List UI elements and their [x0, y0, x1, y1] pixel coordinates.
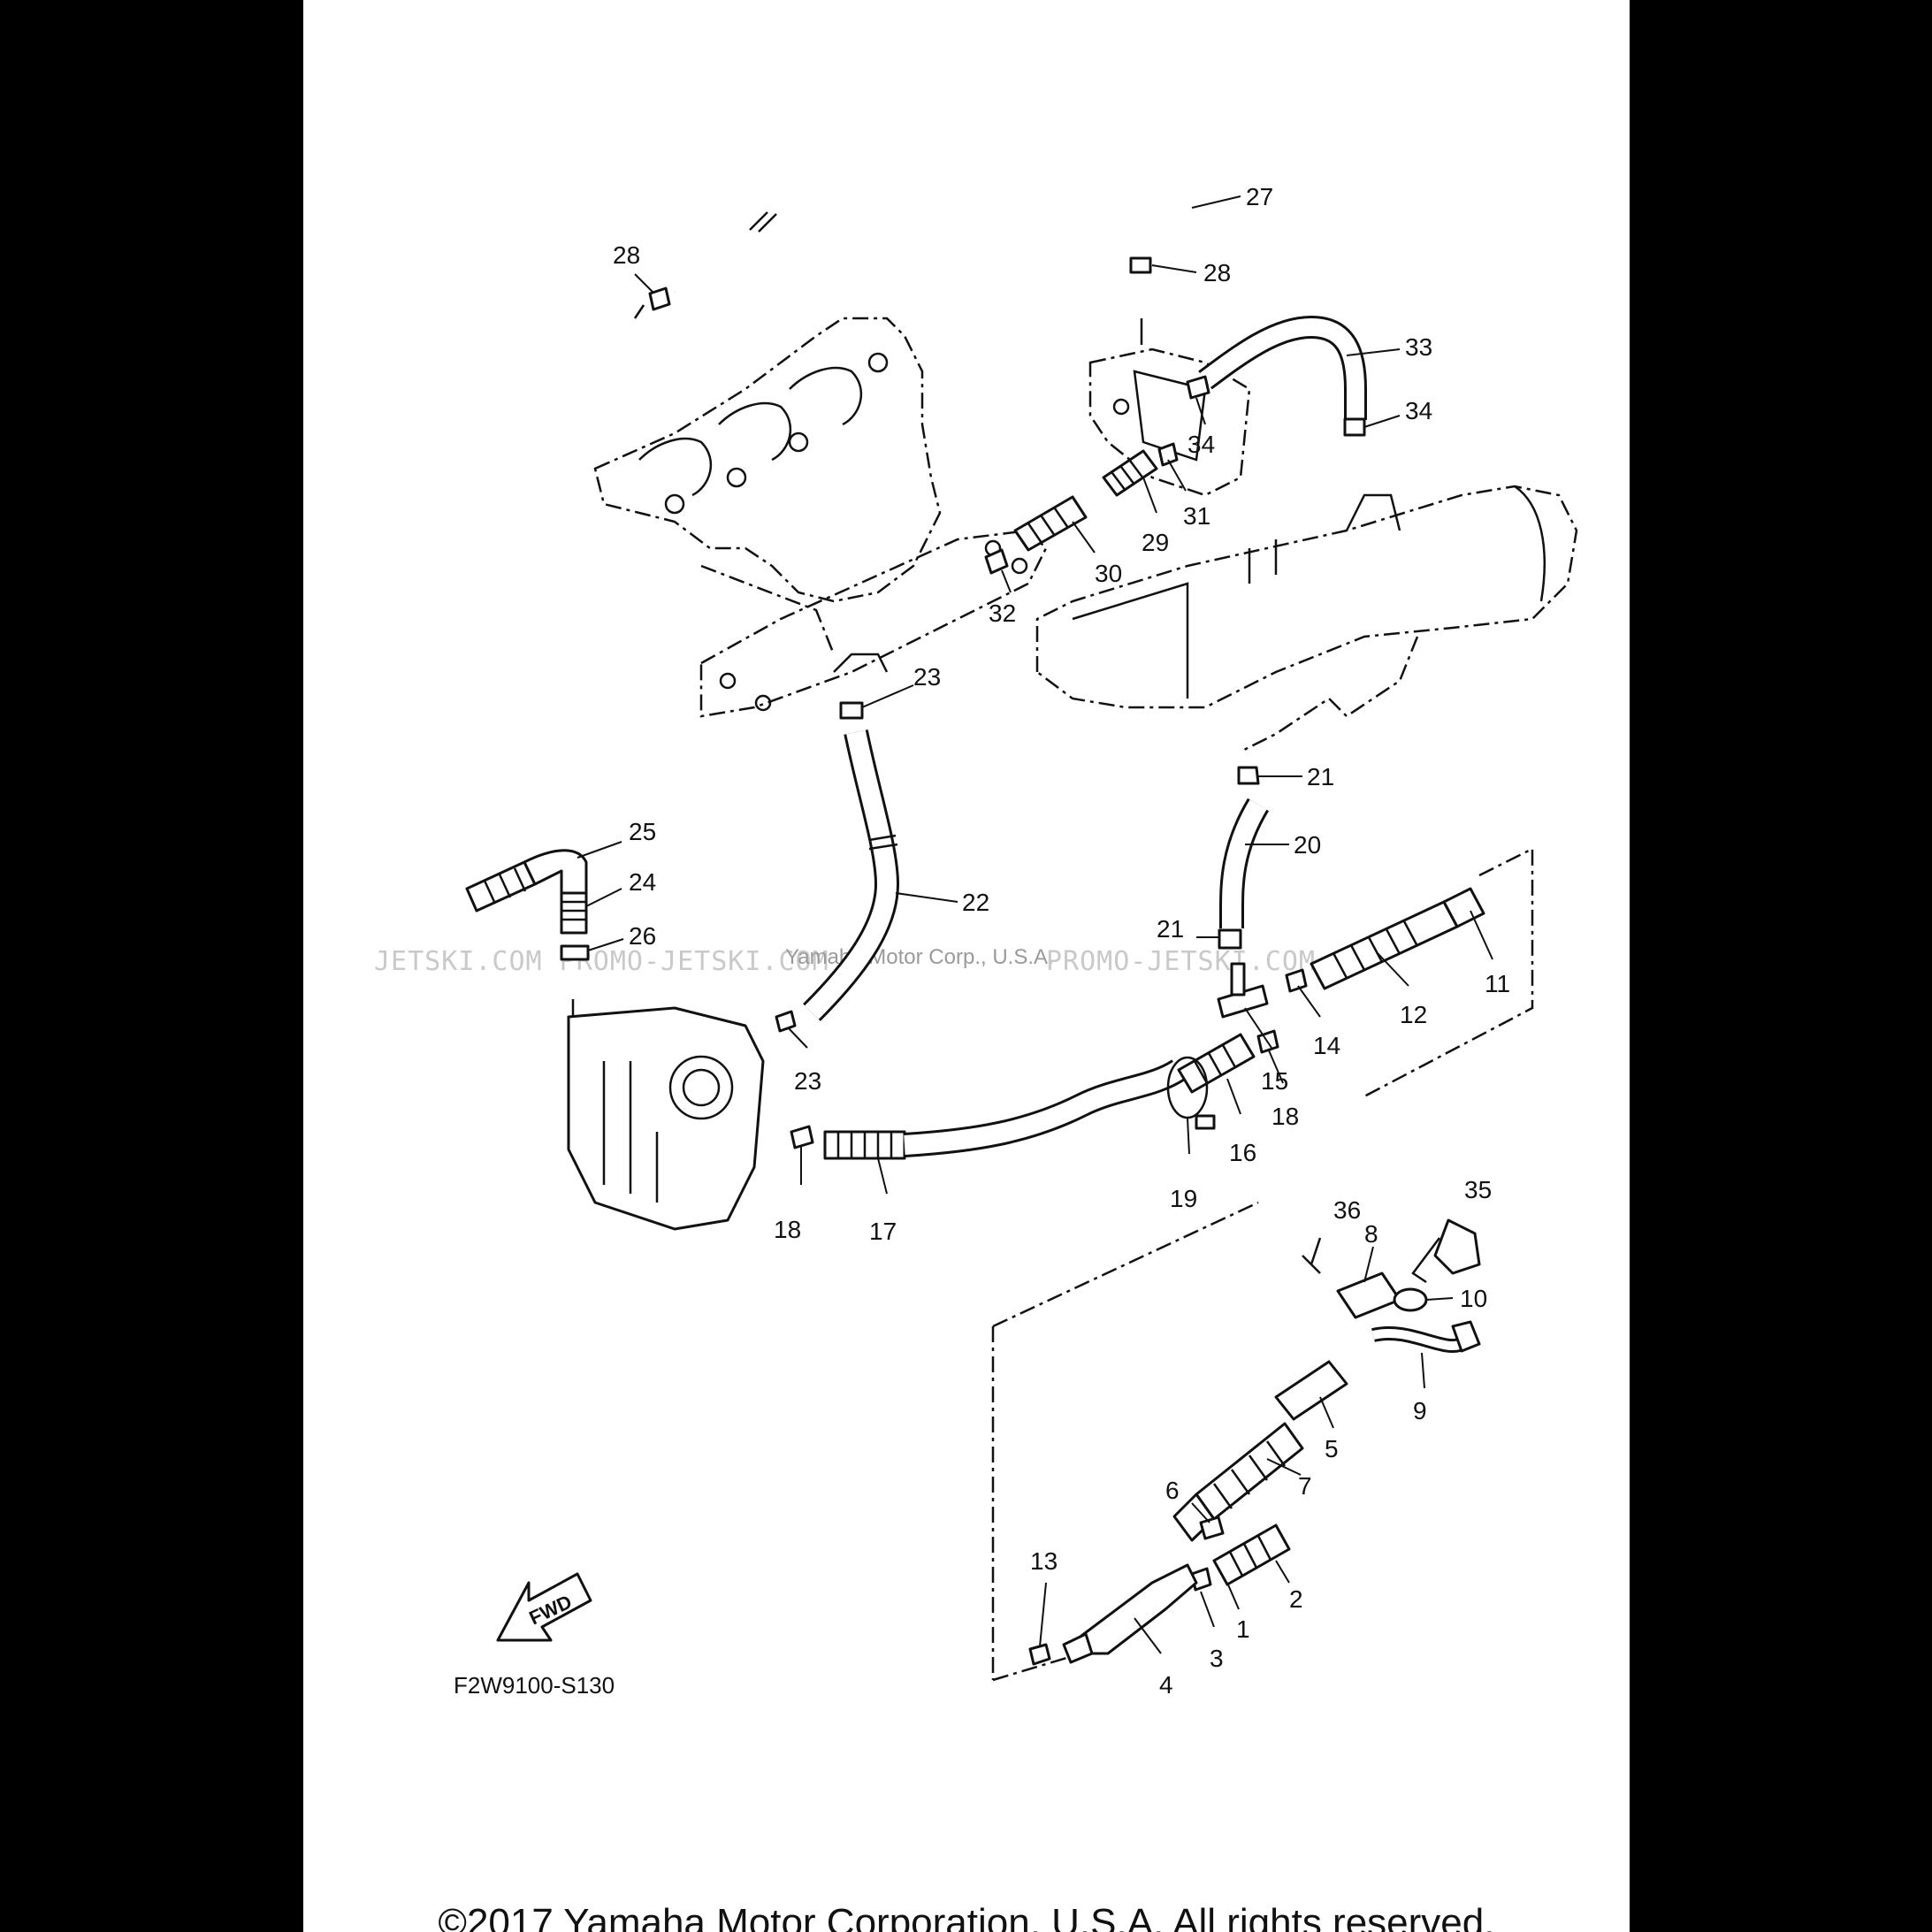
callout-5: 5 [1325, 1435, 1339, 1462]
bellows-16 [1177, 1033, 1256, 1094]
callout-21-upper: 21 [1307, 763, 1334, 790]
clamp-28-left [633, 286, 671, 319]
callout-1: 1 [1236, 1615, 1250, 1643]
callout-2: 2 [1289, 1585, 1303, 1613]
clamp-18-left [790, 1125, 814, 1149]
clamp-34-left [1186, 375, 1210, 400]
callout-8: 8 [1364, 1220, 1378, 1248]
hose-22 [803, 729, 900, 1021]
screw-36 [1302, 1237, 1322, 1274]
callout-18-left: 18 [774, 1216, 801, 1243]
drawing-code: F2W9100-S130 [454, 1672, 615, 1699]
callout-9: 9 [1413, 1397, 1427, 1424]
callout-15: 15 [1261, 1067, 1288, 1095]
hose-24 [560, 891, 588, 935]
clamp-14 [1285, 968, 1308, 993]
clamp-28-right [1129, 256, 1152, 274]
callout-30: 30 [1095, 560, 1122, 587]
bellows-29 [1102, 449, 1158, 497]
clamp-21-upper [1237, 766, 1260, 785]
callout-28-right: 28 [1203, 259, 1231, 286]
hose-27 [670, 194, 1152, 300]
clamp-19 [1166, 1056, 1216, 1130]
watermark-left: JETSKI.COM PROMO-JETSKI.COM [374, 946, 829, 977]
callout-10: 10 [1460, 1285, 1487, 1312]
clamp-21-lower [1218, 928, 1242, 950]
bellows-2 [1212, 1523, 1291, 1586]
hose-20 [1219, 798, 1270, 928]
exhaust-pipe [1035, 485, 1578, 753]
callout-19: 19 [1170, 1185, 1197, 1212]
callout-23-lower: 23 [794, 1067, 821, 1095]
callout-12: 12 [1400, 1001, 1427, 1028]
clamp-6 [1199, 1516, 1225, 1540]
callout-33: 33 [1405, 333, 1432, 361]
callout-36: 36 [1333, 1196, 1361, 1224]
callout-27: 27 [1246, 183, 1273, 210]
callout-23-upper: 23 [913, 663, 941, 691]
fwd-arrow-icon: FWD [496, 1572, 592, 1642]
callout-11: 11 [1485, 970, 1510, 997]
clamp-32 [984, 548, 1009, 575]
hose-33 [1198, 315, 1367, 420]
y-joint-4 [1062, 1563, 1198, 1664]
bellows-12 [1310, 900, 1459, 990]
parts-diagram: JETSKI.COM PROMO-JETSKI.COM Yamaha Motor… [374, 183, 1578, 1699]
hose-17 [823, 1059, 1186, 1160]
bracket-8 [1336, 1271, 1401, 1319]
outline-bracket-right [1363, 846, 1534, 1098]
callout-28-left: 28 [613, 241, 640, 269]
callout-24: 24 [629, 868, 656, 896]
clamp-23-lower [775, 1010, 797, 1033]
callout-34-right: 34 [1405, 397, 1432, 424]
exhaust-manifold [593, 317, 942, 655]
clamp-13 [1028, 1643, 1051, 1666]
watermark-center: Yamaha Motor Corp., U.S.A. [785, 945, 1054, 969]
t-joint-15 [1217, 962, 1269, 1019]
copyright-notice: ©2017 Yamaha Motor Corporation, U.S.A. A… [438, 1901, 1495, 1932]
clamp-26 [560, 944, 590, 961]
bellows-7 [1172, 1422, 1304, 1542]
diagram-sheet: JETSKI.COM PROMO-JETSKI.COM Yamaha Motor… [303, 0, 1630, 1932]
bellows-30 [1013, 495, 1088, 552]
callout-3: 3 [1210, 1645, 1224, 1672]
clamp-34-right [1343, 417, 1366, 437]
callout-4: 4 [1159, 1671, 1173, 1699]
callout-13: 13 [1030, 1547, 1058, 1575]
callout-14: 14 [1313, 1032, 1340, 1059]
callout-16: 16 [1229, 1139, 1256, 1166]
callout-21-lower: 21 [1157, 915, 1184, 943]
lower-water-box [567, 999, 765, 1231]
hose-9 [1371, 1320, 1481, 1353]
clamp-23-upper [839, 701, 864, 720]
callout-22: 22 [962, 889, 989, 916]
callout-32: 32 [989, 599, 1016, 627]
callout-7: 7 [1298, 1472, 1312, 1500]
elbow-hose-25 [465, 849, 588, 913]
callout-35: 35 [1464, 1176, 1492, 1203]
fitting-5 [1274, 1360, 1348, 1421]
callout-17: 17 [869, 1218, 897, 1245]
clamp-31 [1157, 442, 1179, 467]
outline-bracket-lower [991, 1201, 1259, 1682]
callout-6: 6 [1165, 1477, 1180, 1504]
watermark-right: PROMO-JETSKI.COM [1046, 946, 1316, 977]
upper-water-box [1088, 318, 1251, 497]
callout-34-left: 34 [1187, 431, 1215, 458]
callouts: 27 28 28 33 34 34 29 31 30 32 23 21 20 2… [577, 183, 1510, 1699]
callout-29: 29 [1142, 529, 1169, 556]
callout-25: 25 [629, 818, 656, 845]
callout-18-right: 18 [1271, 1103, 1299, 1130]
callout-20: 20 [1294, 831, 1321, 859]
callout-26: 26 [629, 922, 656, 950]
fitting-35 [1411, 1218, 1481, 1284]
callout-31: 31 [1183, 502, 1210, 530]
grommet-10 [1393, 1287, 1428, 1312]
